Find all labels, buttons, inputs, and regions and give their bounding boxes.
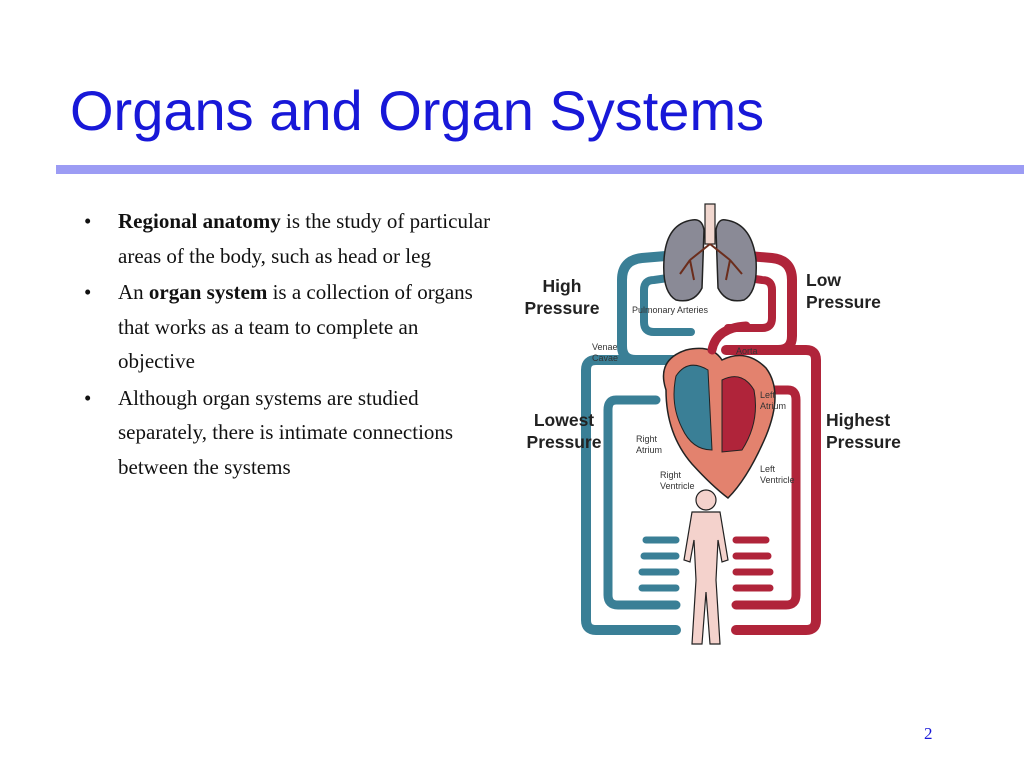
label-right-ventricle-line2: Ventricle [660,481,695,491]
bullet-bold-term: organ system [148,280,268,304]
circulatory-system-diagram: High Pressure Low Pressure Lowest Pressu… [525,203,901,645]
capillary-bed [638,536,774,592]
label-highest-pressure-line2: Pressure [826,432,901,452]
heart [662,321,776,499]
systemic-vein-inner [603,395,681,610]
pulmonary-artery-loop [617,251,696,365]
label-left-ventricle-line2: Ventricle [760,475,795,485]
pulmonary-vein-inner [724,274,776,332]
trachea [704,203,716,245]
lungs [663,203,757,302]
bullet-text: is a collection of organs that works as … [118,280,473,373]
systemic-vein-loop [581,355,681,635]
label-high-pressure-line1: High [543,276,582,296]
label-lowest-pressure-line2: Pressure [527,432,602,452]
bullet-list: • Regional anatomy is the study of partic… [78,204,498,486]
systemic-artery-loop [731,345,821,635]
human-figure [683,489,729,645]
label-low-pressure-line2: Pressure [806,292,881,312]
label-left-ventricle-line1: Left [760,464,776,474]
label-right-atrium-line2: Atrium [636,445,662,455]
label-pulmonary-arteries: Pulmonary Arteries [632,305,709,315]
bullet-pre: An [118,280,149,304]
bullet-glyph: • [84,280,92,304]
label-low-pressure-line1: Low [806,270,841,290]
label-right-ventricle-line1: Right [660,470,682,480]
label-high-pressure-line2: Pressure [525,298,600,318]
label-left-atrium-line1: Left [760,390,776,400]
page-number: 2 [924,724,933,743]
label-left-atrium-line2: Atrium [760,401,786,411]
bullet-item: • Although organ systems are studied sepa… [78,381,498,485]
title-divider [56,165,1024,174]
label-right-atrium-line1: Right [636,434,658,444]
systemic-artery-inner [731,385,801,610]
pulmonary-artery-inner [640,274,695,336]
bullet-item: • Regional anatomy is the study of partic… [78,204,498,273]
bullet-glyph: • [84,385,92,410]
pulmonary-vein-loop [721,251,797,355]
bullet-text: Although organ systems are studied separ… [118,385,454,479]
label-venae-line1: Venae [592,342,618,352]
slide-title: Organs and Organ Systems [70,79,765,142]
label-highest-pressure-line1: Highest [826,410,890,430]
label-lowest-pressure-line1: Lowest [534,410,594,430]
bullet-glyph: • [84,209,92,233]
bullet-text: is the study of particular areas of the … [118,209,491,268]
bullet-item: • An organ system is a collection of orga… [78,275,498,379]
bullet-bold-term: Regional anatomy [118,209,281,233]
label-venae-line2: Cavae [592,353,618,363]
label-aorta: Aorta [736,346,758,356]
